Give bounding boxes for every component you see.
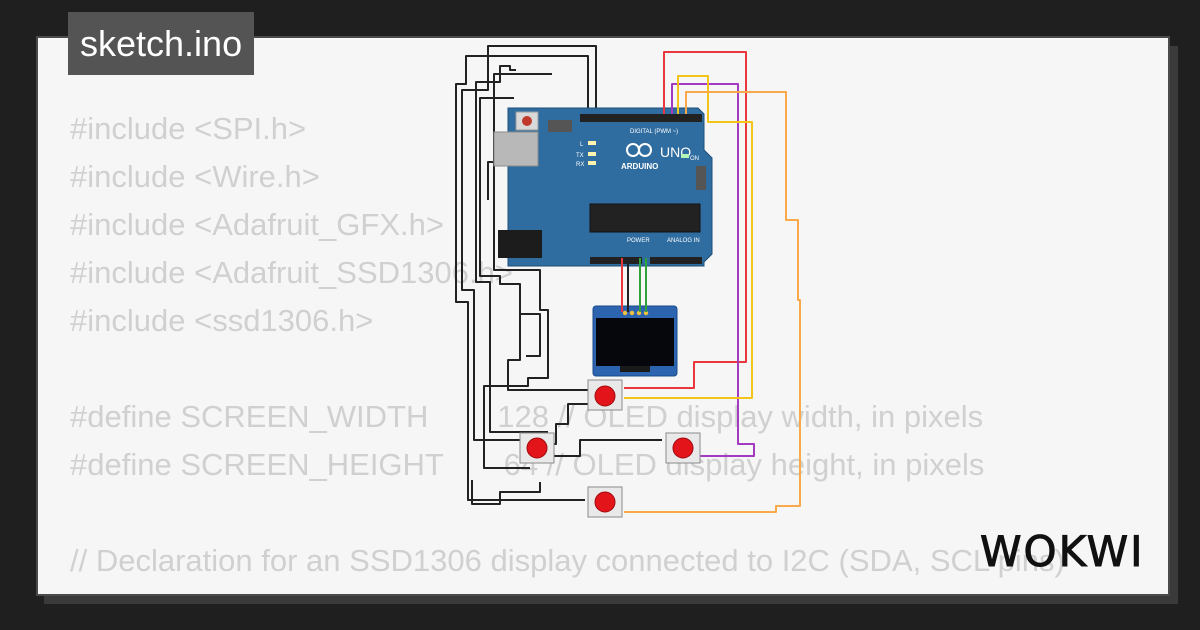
button-cap[interactable] bbox=[526, 437, 548, 459]
code-line: #include <Wire.h> bbox=[70, 159, 320, 194]
pushbutton-3[interactable] bbox=[665, 432, 701, 464]
button-cap[interactable] bbox=[594, 385, 616, 407]
wire-black bbox=[479, 97, 590, 391]
power-label: POWER bbox=[627, 238, 650, 244]
status-led bbox=[588, 141, 596, 145]
digital-header bbox=[580, 114, 702, 122]
arduino-uno-board[interactable]: UNO ARDUINO DIGITAL (PWM ~) POWER ANALOG… bbox=[493, 107, 713, 267]
logo-mark bbox=[638, 143, 652, 157]
wire-black bbox=[483, 73, 552, 469]
wokwi-logo: WOKWI bbox=[980, 527, 1145, 577]
black-wires bbox=[455, 45, 662, 505]
pushbutton-2[interactable] bbox=[519, 432, 555, 464]
reset-button-cap[interactable] bbox=[522, 116, 532, 126]
pushbutton-1[interactable] bbox=[587, 379, 623, 411]
status-led bbox=[588, 161, 596, 165]
power-header bbox=[590, 257, 642, 264]
wire-orange bbox=[624, 91, 801, 513]
pushbutton-4[interactable] bbox=[587, 486, 623, 518]
atmega-chip bbox=[589, 203, 701, 233]
wire-black bbox=[520, 313, 541, 357]
wire-purple bbox=[671, 83, 755, 457]
board-brand: ARDUINO bbox=[621, 162, 658, 171]
wire-red bbox=[624, 51, 747, 389]
sketch-filename: sketch.ino bbox=[68, 12, 255, 75]
wire-black bbox=[461, 45, 597, 441]
oled-pin bbox=[622, 310, 628, 316]
oled-display[interactable] bbox=[592, 305, 678, 377]
wire-black bbox=[455, 55, 589, 501]
wire-black bbox=[553, 439, 662, 457]
analog-header bbox=[650, 257, 702, 264]
led-label-l: L bbox=[580, 142, 584, 148]
wire-yellow bbox=[624, 75, 753, 399]
wire-black bbox=[550, 403, 588, 445]
oled-screen bbox=[596, 318, 674, 366]
oled-pin bbox=[643, 310, 649, 316]
digital-label: DIGITAL (PWM ~) bbox=[630, 129, 678, 135]
code-line: #include <SPI.h> bbox=[70, 111, 307, 146]
oled-wires bbox=[621, 258, 647, 312]
code-line: #include <Adafruit_GFX.h> bbox=[70, 207, 444, 242]
code-line: #include <ssd1306.h> bbox=[70, 303, 374, 338]
analog-label: ANALOG IN bbox=[667, 238, 700, 244]
status-led bbox=[588, 152, 596, 156]
icsp2-header bbox=[696, 166, 706, 190]
oled-ribbon bbox=[620, 366, 650, 372]
button-wires bbox=[624, 51, 801, 513]
logo-text: WOKWI bbox=[980, 527, 1145, 576]
wire-black bbox=[471, 480, 541, 505]
icsp-header bbox=[548, 120, 572, 132]
usb-port bbox=[493, 131, 539, 167]
led-label-tx: TX bbox=[576, 153, 584, 159]
code-line: #define OLED_RESET -1 // Reset pin # (or… bbox=[70, 585, 1115, 594]
oled-pin bbox=[629, 310, 635, 316]
code-line: // Declaration for an SSD1306 display co… bbox=[70, 543, 1065, 578]
button-cap[interactable] bbox=[672, 437, 694, 459]
button-cap[interactable] bbox=[594, 491, 616, 513]
led-label-rx: RX bbox=[576, 162, 584, 168]
on-label: ON bbox=[690, 156, 699, 162]
wire-black bbox=[475, 65, 548, 433]
power-jack bbox=[498, 230, 542, 258]
power-led bbox=[681, 154, 689, 158]
code-line: #include <Adafruit_SSD1306.h> bbox=[70, 255, 513, 290]
code-background: #include <SPI.h> #include <Wire.h> #includ… bbox=[70, 105, 1115, 594]
code-line: #define SCREEN_WIDTH 128 // OLED display… bbox=[70, 399, 984, 434]
